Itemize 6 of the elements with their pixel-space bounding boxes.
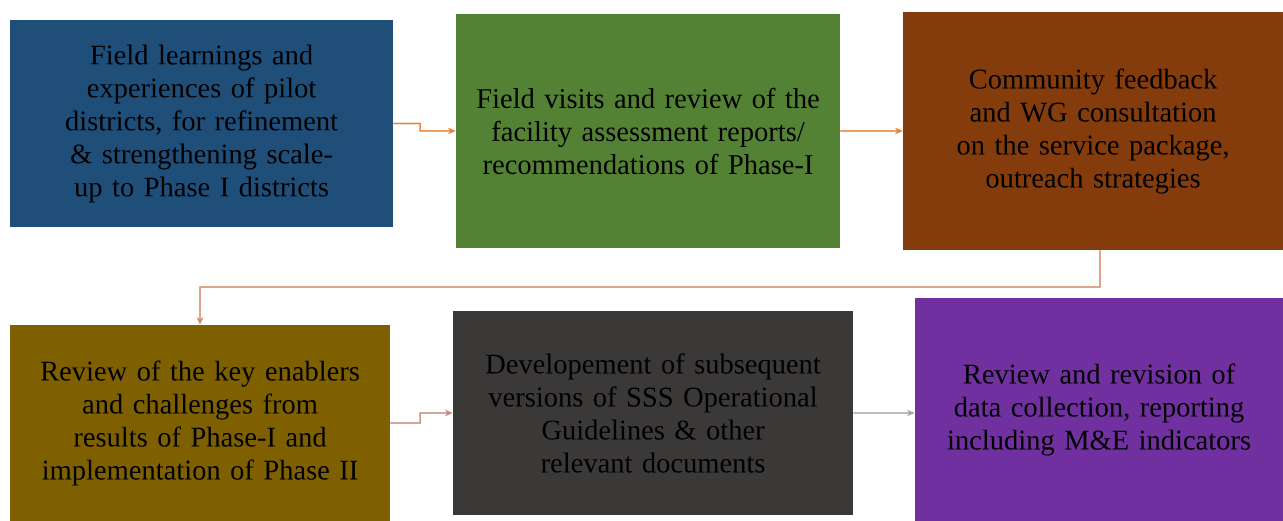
- process-box: Field visits and review of the facility assessment reports/ recommendations of Phase-I: [456, 14, 840, 248]
- process-box: Community feedback and WG consultation on the service package, outreach strategies: [903, 12, 1283, 250]
- process-box: Review and revision of data collection, reporting including M&E indicators: [915, 298, 1283, 521]
- process-box: Field learnings and experiences of pilot districts, for refinement & strengthening scale-up to Phase I districts: [10, 20, 393, 227]
- process-box: Review of the key enablers and challenges from results of Phase-I and implementation of Phase II: [10, 325, 390, 521]
- process-box: Developement of subsequent versions of SSS Operational Guidelines & other relevant documents: [453, 311, 853, 515]
